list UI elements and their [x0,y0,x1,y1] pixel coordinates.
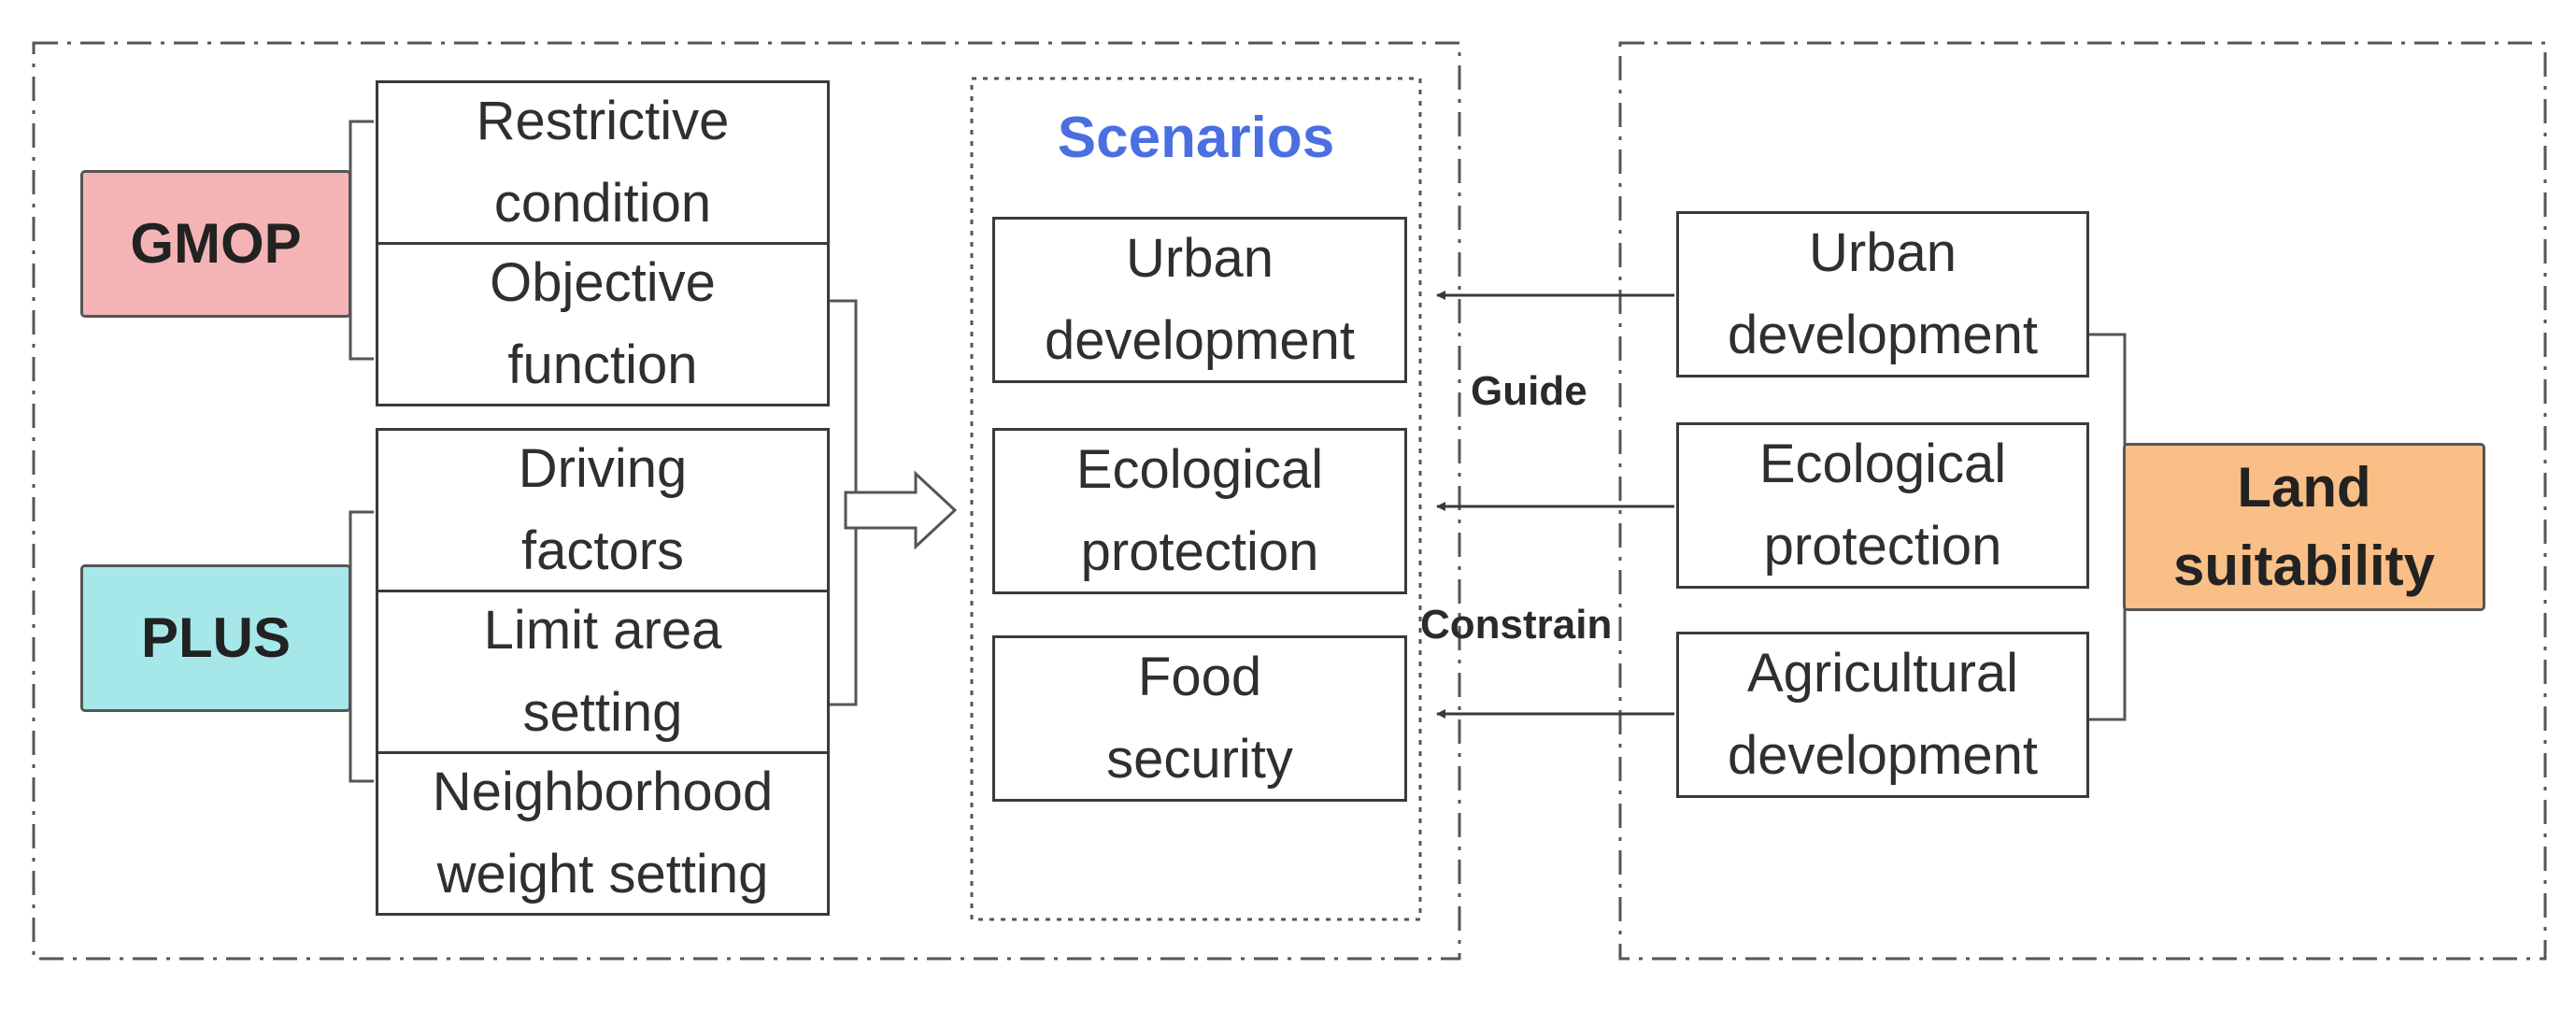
gmop-bracket [349,120,374,361]
restrictive-condition-box: Restrictive condition [376,80,830,245]
gmop-badge: GMOP [80,170,351,318]
limit-area-setting-box: Limit area setting [376,590,830,754]
plus-bracket [349,510,374,783]
objective-function-box: Objective function [376,242,830,406]
scenarios-container-border [970,77,1422,921]
guide-label: Guide [1471,368,1587,414]
suitability-agricultural-development-box: Agricultural development [1676,632,2089,798]
neighborhood-weight-setting-box: Neighborhood weight setting [376,751,830,916]
scenarios-title: Scenarios [1057,106,1335,170]
scenario-food-security-box: Food security [992,635,1407,802]
suitability-urban-development-box: Urban development [1676,211,2089,377]
block-arrow [844,470,958,550]
suitability-bracket [2089,333,2127,721]
land-suitability-badge: Land suitability [2123,443,2485,611]
constrain-label: Constrain [1420,602,1613,648]
right-container-border [1618,41,2547,961]
scenario-urban-development-box: Urban development [992,217,1407,383]
scenario-ecological-protection-box: Ecological protection [992,428,1407,594]
driving-factors-box: Driving factors [376,428,830,592]
suitability-ecological-protection-box: Ecological protection [1676,422,2089,589]
plus-badge: PLUS [80,564,351,712]
left-container-border [32,41,1461,961]
